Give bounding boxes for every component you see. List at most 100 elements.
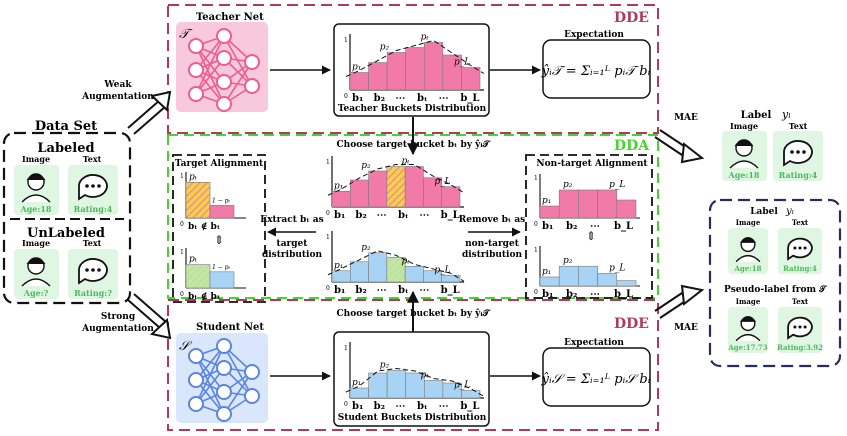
remove-label-2: non-target: [465, 239, 520, 249]
teacher-network-icon: [188, 28, 260, 112]
tick-label: 𝐛_L: [614, 221, 633, 232]
tick-label: 𝐛ₜ: [417, 401, 428, 412]
bubble-dot: [91, 268, 95, 272]
label-pL: p_L: [454, 58, 470, 68]
nn-node: [188, 348, 204, 364]
pseudo-label-title: Pseudo-label from 𝒯: [724, 284, 828, 295]
bubble-dot: [803, 246, 807, 250]
nn-node: [216, 384, 232, 400]
nn-node: [216, 338, 232, 354]
hist-bar: [331, 190, 351, 208]
tick-label: 𝐛_L: [460, 93, 479, 104]
nn-node: [244, 54, 260, 70]
hist-bar: [616, 280, 637, 287]
right-pseudo-frame: [708, 198, 842, 368]
label-one-minus-pt: 1 − pₜ: [212, 264, 231, 271]
box-text-header: Text: [792, 218, 809, 227]
extract-label-1: Extract bₜ as: [260, 215, 323, 225]
hist-bar: [209, 271, 235, 289]
tick-label: ⋯: [590, 221, 600, 232]
hist-bar: [461, 67, 481, 91]
remove-label-3: distribution: [462, 250, 523, 260]
tick-label: 𝐛ₜ: [398, 285, 409, 296]
nn-node: [188, 396, 204, 412]
bubble-dot: [793, 246, 797, 250]
weak-aug-1: Weak: [103, 80, 132, 90]
y-tick-zero: 0: [534, 221, 538, 228]
y-tick-one: 1: [344, 345, 348, 352]
y-tick-one: 1: [344, 37, 348, 44]
y-tick-zero: 0: [344, 93, 348, 100]
label-pt: pₜ: [401, 157, 410, 167]
tick-label: ⋯: [395, 401, 405, 412]
speech-bubble-icon: [787, 237, 813, 261]
hist-bar: [441, 186, 461, 208]
bubble-dot: [798, 325, 802, 329]
nontarget-alignment-box: [525, 154, 653, 299]
tick-label: 𝐛₁: [542, 289, 553, 300]
hist-bar: [578, 189, 598, 219]
hist-bar: [578, 265, 598, 287]
distribution-curve: [327, 250, 465, 282]
strong-aug-2: Augmentation: [81, 324, 154, 334]
label-p1: p₁: [542, 267, 551, 277]
hist-bar: [558, 265, 579, 287]
label-one-minus-pt: 1 − pₜ: [212, 197, 231, 204]
speech-bubble-icon: [787, 316, 813, 340]
hist-bar: [368, 62, 388, 91]
hist-bar: [616, 199, 637, 219]
labeled-image-header: Image: [22, 154, 50, 164]
tick-label: 𝐛_L: [441, 285, 460, 296]
labeled-age: Age:18: [20, 204, 52, 214]
target-alignment-title: Target Alignment: [175, 159, 264, 169]
label-p2: p₂: [563, 180, 573, 190]
teacher-net-label: Teacher Net: [196, 12, 264, 23]
body: [21, 194, 51, 203]
tick-label: 𝐛₂: [566, 221, 577, 232]
right-rating: Rating:4: [779, 170, 818, 180]
mae-bottom-label: MAE: [674, 323, 698, 333]
tick-label: 𝐛₁: [334, 210, 345, 221]
extract-label-2: target: [277, 239, 309, 249]
unlabeled-image-header: Image: [22, 238, 50, 248]
person-icon: [735, 237, 761, 263]
teacher-formula: ŷᵢ𝒯 = Σᵢ₌₁ᴸ pᵢ𝒯 bᵢ: [541, 64, 651, 79]
label-p1: p₁: [352, 63, 361, 73]
y-tick-one: 1: [326, 159, 330, 166]
labeled-rating: Rating:4: [74, 204, 113, 214]
nn-node: [244, 78, 260, 94]
teacher-dist-caption: Teacher Buckets Distribution: [338, 104, 487, 114]
hist-bar: [404, 166, 424, 208]
y-tick-one: 1: [326, 234, 330, 241]
label-p2: p₂: [380, 43, 390, 53]
label-pL: p_L: [454, 381, 470, 391]
label-p2: p₂: [361, 243, 371, 253]
y-tick-zero: 0: [180, 221, 184, 228]
nn-edge: [195, 345, 225, 405]
hist-bar: [404, 265, 424, 283]
right-label-title: Label: [741, 110, 772, 121]
dde-top-label: DDE: [614, 10, 649, 26]
box-age: Age:18: [733, 264, 761, 273]
student-net-label: Student Net: [196, 322, 264, 333]
hist-bar: [423, 42, 444, 91]
hist-bar: [368, 372, 388, 399]
nn-node: [216, 96, 232, 112]
label-pL: p_L: [434, 265, 450, 275]
tick-label: 𝐛₂: [355, 210, 366, 221]
nontarget-alignment-title: Non-target Alignment: [536, 159, 648, 169]
y-tick-one: 1: [180, 249, 184, 256]
label-p1: p₁: [334, 181, 343, 191]
hist-bar: [349, 179, 369, 208]
pseudo-age: Age:17.73: [727, 343, 767, 352]
nn-edge: [223, 35, 253, 87]
label-pL: p_L: [609, 263, 625, 273]
hair: [26, 173, 46, 181]
hist-bar: [368, 170, 388, 208]
nn-edge: [223, 345, 253, 397]
tick-label: 𝐛₂: [374, 401, 385, 412]
nn-node: [216, 360, 232, 376]
